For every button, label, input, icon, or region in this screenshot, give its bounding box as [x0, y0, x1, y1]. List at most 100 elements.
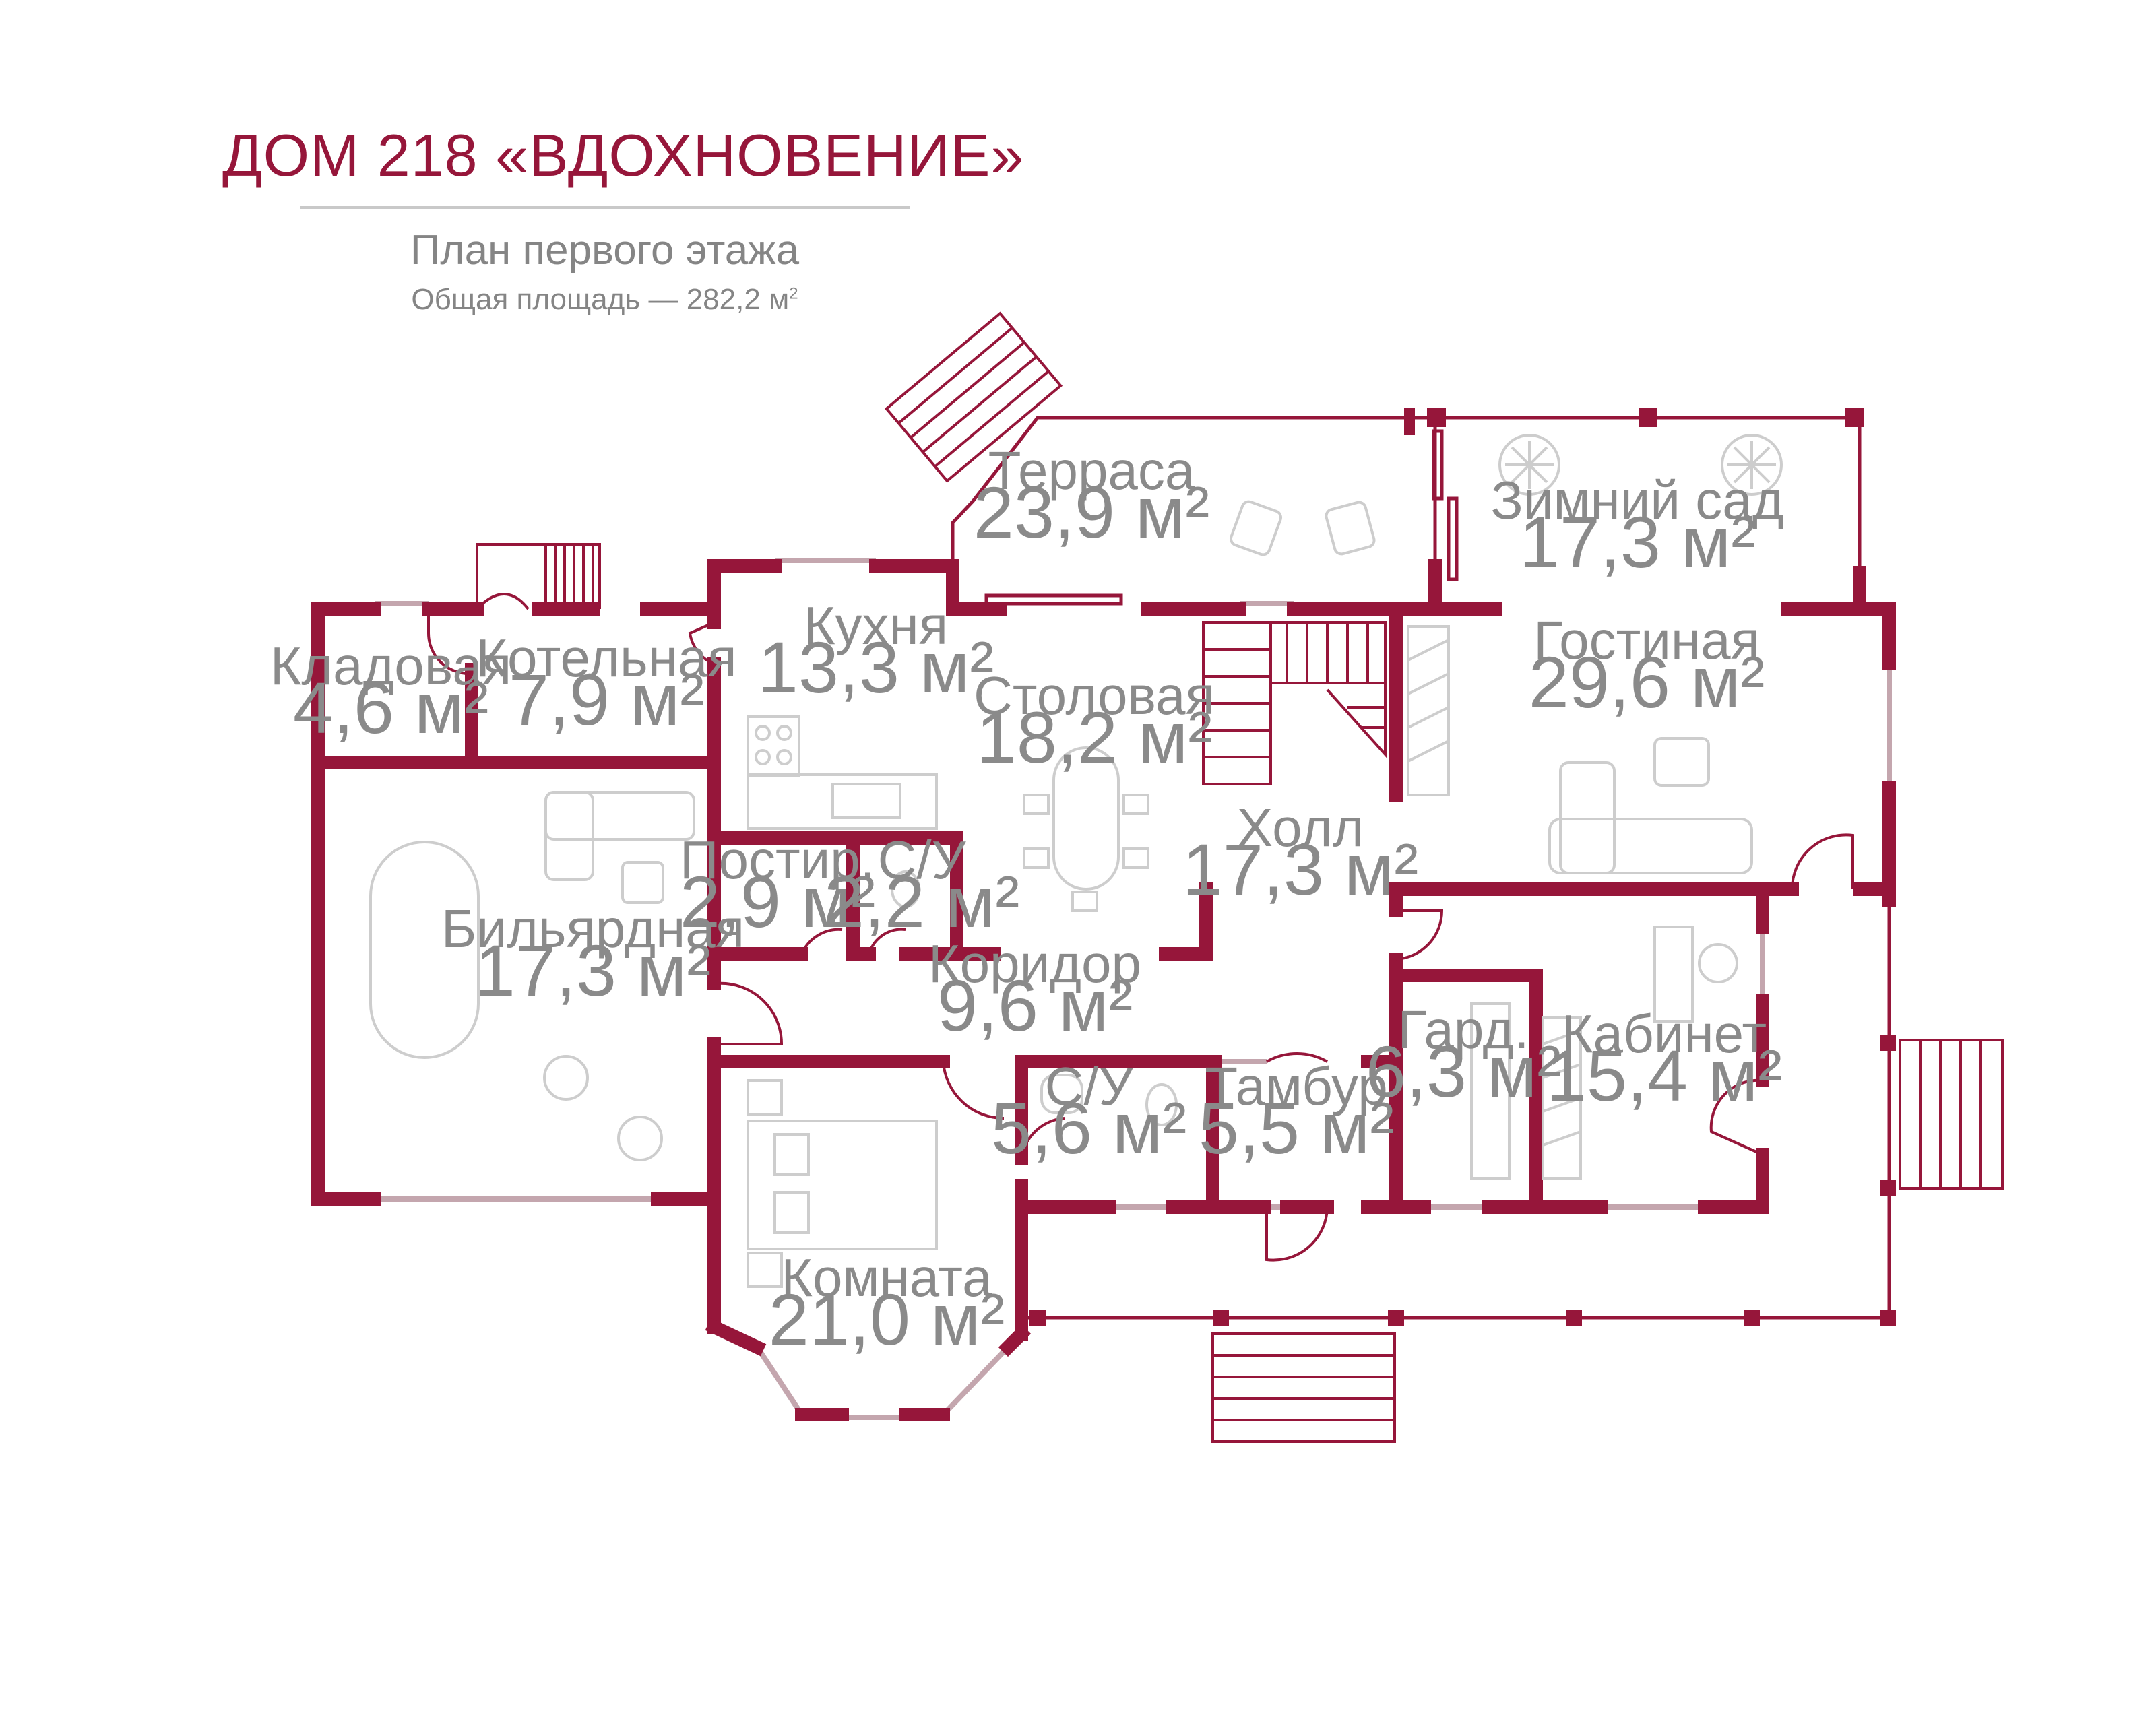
door [1709, 1078, 1763, 1156]
room-name: Коридор [928, 934, 1141, 994]
chair [1122, 794, 1149, 815]
total-area-text: Общая площадь — 282,2 м [411, 283, 790, 316]
post [1845, 408, 1864, 427]
room-area: 18,2 м² [976, 697, 1212, 778]
room-name: Постир. [680, 830, 875, 890]
sliding-door [1432, 429, 1444, 501]
post [1404, 408, 1415, 435]
room-area-value: 5,6 [991, 1087, 1092, 1169]
room-name: Гостиная [1533, 610, 1760, 670]
room-area: 2,9 м² [680, 861, 875, 942]
room-name: Кладовая [270, 636, 511, 696]
terrace-outline [951, 416, 1435, 566]
room-area-unit: м² [1661, 501, 1755, 583]
room-area-unit: м² [610, 659, 704, 740]
door [800, 928, 843, 955]
door [1020, 1117, 1065, 1159]
room-area-unit: м² [1670, 641, 1765, 723]
room-name: Тамбур [1205, 1056, 1388, 1116]
room-area-value: 13,3 [758, 626, 899, 708]
toilet [891, 870, 920, 908]
windows [375, 558, 1892, 1420]
room-name: Бильярдная [441, 899, 744, 959]
room-area-value: 5,5 [1199, 1087, 1300, 1169]
terrace-steps [884, 311, 1063, 483]
office-chair [1698, 943, 1738, 983]
room-area-unit: м² [616, 930, 711, 1011]
room-name: Кухня [804, 595, 948, 655]
desk [1653, 926, 1694, 1023]
room-label: С/У2,2 м² [824, 830, 1019, 942]
wall [705, 1318, 767, 1357]
plan-title: ДОМ 218 «ВДОХНОВЕНИЕ» [222, 122, 1025, 189]
armchair [1653, 737, 1710, 787]
sofa [544, 791, 695, 841]
room-area-value: 9,6 [937, 965, 1038, 1046]
window [755, 1345, 804, 1417]
room-name: Комната [781, 1248, 992, 1308]
walls [311, 559, 1896, 1421]
room-area-value: 17,3 [1182, 829, 1324, 910]
room-area-value: 2,2 [824, 861, 925, 942]
room-name: Кабинет [1562, 1004, 1767, 1064]
chair [543, 1055, 589, 1101]
room-area: 17,3 м² [475, 930, 711, 1011]
veranda-steps-bottom [1211, 1332, 1396, 1443]
room-area-value: 17,3 [1519, 501, 1661, 583]
room-area-value: 7,9 [509, 659, 610, 740]
chair [1023, 794, 1050, 815]
plan-subtitle: План первого этажа [410, 227, 800, 273]
room-name: С/У [1045, 1056, 1134, 1116]
room-label: Постир.2,9 м² [680, 830, 875, 942]
room-area: 7,9 м² [509, 659, 704, 740]
room-area-unit: м² [910, 1279, 1005, 1360]
door [476, 593, 530, 610]
boiler-room-steps [476, 543, 601, 609]
room-area: 29,6 м² [1529, 641, 1765, 723]
post [1566, 1310, 1582, 1326]
room-area: 21,0 м² [769, 1279, 1005, 1360]
room-area-unit: м² [1300, 1087, 1394, 1169]
armchair [1229, 500, 1283, 556]
room-area-unit: м² [899, 626, 994, 708]
door [427, 609, 470, 675]
wc-sink [1040, 1074, 1083, 1114]
post [1880, 1180, 1896, 1196]
furniture [369, 434, 1783, 1288]
room-area-value: 18,2 [976, 697, 1118, 778]
sliding-door [1447, 496, 1459, 581]
room-area-value: 15,4 [1546, 1035, 1688, 1116]
armchair [1325, 501, 1376, 556]
door [868, 928, 906, 955]
post [1880, 1310, 1896, 1326]
door [688, 621, 715, 666]
room-area-unit: м² [1688, 1035, 1782, 1116]
room-area: 9,6 м² [937, 965, 1133, 1046]
chair [1122, 847, 1149, 869]
interior-stair [1202, 621, 1387, 785]
nightstand [747, 1079, 783, 1116]
room-area-value: 23,9 [974, 472, 1115, 553]
post [1639, 408, 1657, 427]
title-divider [300, 206, 910, 209]
room-area-unit: м² [1115, 472, 1209, 553]
room-area: 13,3 м² [758, 626, 994, 708]
room-area-value: 29,6 [1529, 641, 1670, 723]
room-name: Котельная [476, 628, 736, 688]
room-area-unit: м² [1467, 1031, 1561, 1112]
dining-table [1052, 746, 1120, 891]
room-area-value: 21,0 [769, 1279, 910, 1360]
post [1029, 1310, 1046, 1326]
chair [1023, 847, 1050, 869]
chair [617, 1116, 663, 1161]
total-area-exp: 2 [789, 284, 798, 303]
